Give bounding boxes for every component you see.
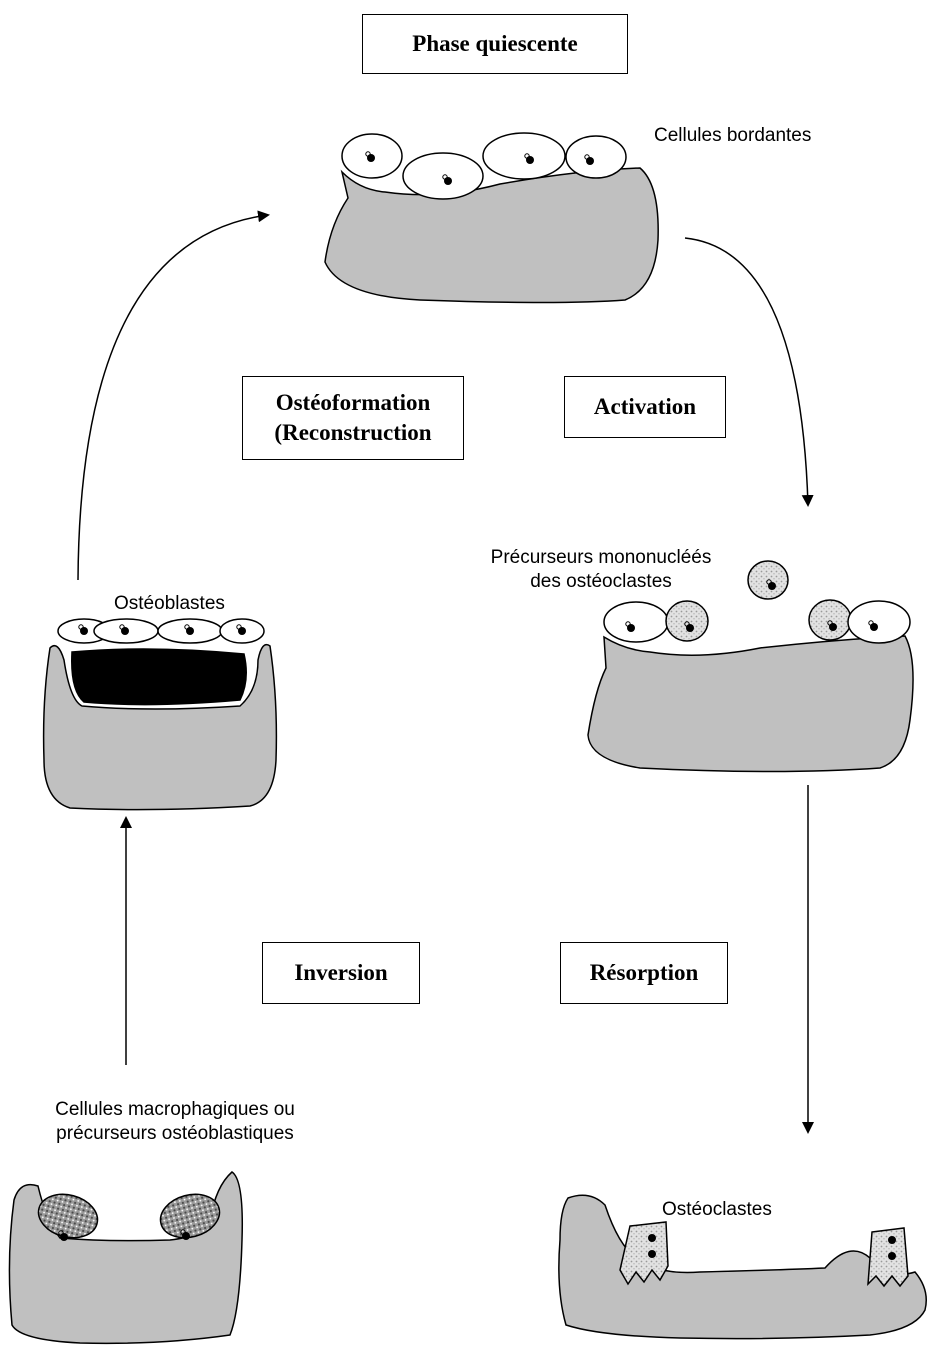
lining-cell <box>341 133 403 179</box>
lining-cell <box>565 135 627 179</box>
macrophage-cell <box>159 1193 221 1240</box>
phase-label-formation-line2: (Reconstruction <box>274 420 432 445</box>
label-macrophage-cells: Cellules macrophagiques ou précurseurs o… <box>20 1098 330 1146</box>
phase-box-inversion: Inversion <box>262 942 420 1004</box>
lining-cell <box>482 132 566 180</box>
macrophage-cell <box>37 1193 99 1241</box>
arrow-formation-to-quiescent <box>77 210 270 581</box>
osteoclast-precursor <box>665 600 709 642</box>
inversion-bone-group <box>8 1171 244 1345</box>
activation-bone-group <box>587 560 914 773</box>
label-osteoclast-precursors-line1: Précurseurs mononucléés <box>490 547 712 568</box>
label-osteoclasts: Ostéoclastes <box>662 1199 772 1220</box>
osteoblast <box>157 618 223 644</box>
osteoclast-precursor <box>747 560 789 600</box>
phase-label-quiescent: Phase quiescente <box>412 31 578 56</box>
label-macrophage-line1: Cellules macrophagiques ou <box>55 1099 295 1120</box>
lining-cell <box>402 152 484 200</box>
phase-label-inversion: Inversion <box>294 960 388 985</box>
formation-bone <box>42 643 278 811</box>
resorption-bone-group <box>558 1194 927 1340</box>
osteoclast <box>619 1221 669 1286</box>
quiescent-bone <box>324 167 659 304</box>
osteoid <box>71 648 247 706</box>
osteoblast <box>93 618 159 644</box>
osteoclast <box>867 1227 909 1288</box>
label-lining-cells: Cellules bordantes <box>654 125 812 146</box>
lining-cell <box>603 601 669 643</box>
quiescent-bone-group <box>324 132 659 304</box>
osteoblast <box>219 618 265 644</box>
activation-bone <box>587 635 914 773</box>
arrow-quiescent-to-activation <box>684 237 814 507</box>
phase-box-formation: Ostéoformation (Reconstruction <box>242 376 464 460</box>
phase-label-activation: Activation <box>593 394 697 419</box>
phase-box-activation: Activation <box>564 376 726 438</box>
lining-cell <box>847 600 911 644</box>
label-macrophage-line2: précurseurs ostéoblastiques <box>56 1123 294 1144</box>
label-osteoblasts: Ostéoblastes <box>114 593 225 614</box>
phase-label-formation-line1: Ostéoformation <box>275 390 431 415</box>
label-osteoclast-precursors-line2: des ostéoclastes <box>530 571 672 592</box>
label-osteoclast-precursors: Précurseurs mononucléés des ostéoclastes <box>466 546 736 594</box>
inversion-bone <box>8 1171 244 1345</box>
phase-box-resorption: Résorption <box>560 942 728 1004</box>
phase-box-quiescent: Phase quiescente <box>362 14 628 74</box>
phase-label-resorption: Résorption <box>589 960 699 985</box>
osteoclast-precursor <box>808 599 852 641</box>
formation-bone-group <box>42 618 278 811</box>
